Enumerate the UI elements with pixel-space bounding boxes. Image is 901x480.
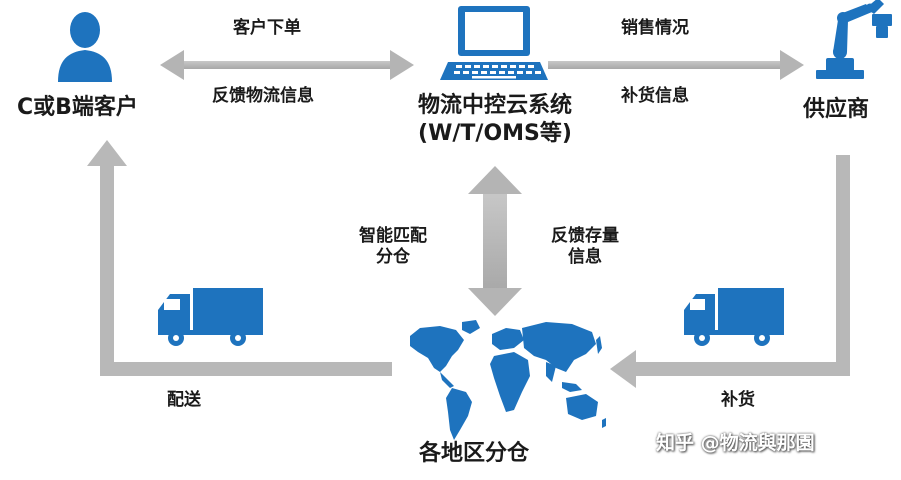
double-arrow-customer-system	[160, 50, 414, 80]
robot-arm-icon	[816, 0, 892, 79]
truck-icon-left	[158, 288, 263, 346]
edge-label-delivery: 配送	[167, 390, 201, 410]
laptop-icon	[440, 6, 548, 80]
arrow-warehouse-to-customer	[87, 140, 392, 376]
node-customer: C或B端客户	[17, 95, 138, 120]
edge-label-smart-match: 智能匹配 分仓	[338, 226, 448, 269]
node-warehouse: 各地区分仓	[419, 441, 530, 466]
node-supplier: 供应商	[803, 97, 870, 122]
arrow-system-to-supplier	[548, 50, 804, 80]
edge-label-customer-order: 客户下单	[233, 18, 301, 38]
person-icon	[58, 12, 112, 82]
node-system-line2: (W/T/OMS等)	[418, 120, 572, 146]
node-system-line1: 物流中控云系统	[417, 93, 572, 118]
edge-label-logistics-feedback: 反馈物流信息	[212, 86, 314, 106]
world-map-icon	[410, 320, 606, 440]
edge-label-smart-match-line2: 分仓	[376, 247, 410, 268]
edge-label-smart-match-line1: 智能匹配	[359, 226, 427, 246]
watermark: 知乎 @物流與那園	[656, 432, 815, 454]
edge-label-sales: 销售情况	[621, 18, 689, 38]
edge-label-stock-feedback-line1: 反馈存量	[551, 226, 619, 246]
edge-label-stock-feedback: 反馈存量 信息	[530, 226, 640, 269]
truck-icon-right	[684, 288, 784, 346]
edge-label-restock-info: 补货信息	[621, 86, 689, 106]
arrow-supplier-to-warehouse	[610, 155, 850, 388]
edge-label-restock: 补货	[721, 390, 755, 410]
edge-label-stock-feedback-line2: 信息	[568, 247, 602, 268]
node-system: 物流中控云系统 (W/T/OMS等)	[370, 92, 620, 147]
double-arrow-system-warehouse	[468, 166, 522, 316]
